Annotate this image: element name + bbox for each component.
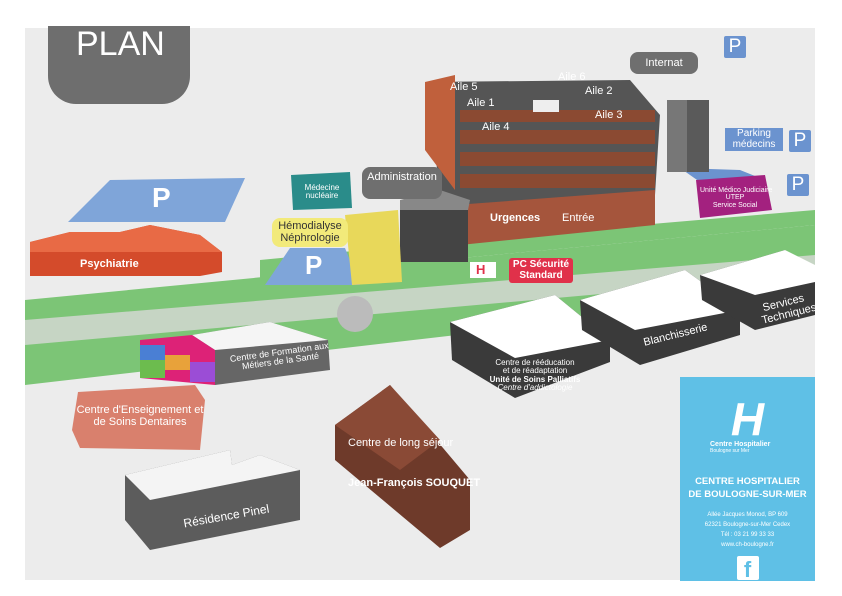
label-dentaire[interactable]: Centre d'Enseignement et de Soins Dentai… [76, 404, 204, 428]
parking-icon: P [787, 174, 809, 196]
parking-icon: P [724, 36, 746, 58]
umj-line: UTEP [725, 194, 745, 202]
parking-icon: P [789, 130, 811, 152]
label-aile-4[interactable]: Aile 4 [482, 121, 510, 133]
road-light [25, 255, 815, 345]
umj-line: Service Social [712, 201, 758, 209]
reeducation-line: Centre d'addictologie [497, 383, 573, 393]
hemodialyse-building [345, 210, 402, 285]
address-line: 62321 Boulogne-sur-Mer Cedex [704, 522, 791, 528]
label-urgences[interactable]: Urgences [490, 212, 541, 224]
parking-center-icon: P [305, 250, 323, 280]
label-psychiatrie[interactable]: Psychiatrie [80, 258, 139, 270]
label-internat[interactable]: Internat [630, 52, 698, 74]
logo-text: Centre Hospitalier [710, 441, 771, 448]
logo-subtext: Boulogne sur Mer [710, 448, 750, 454]
label-jean-francois-souquet[interactable]: Jean-François SOUQUET [348, 477, 481, 489]
label-pc-securite[interactable]: PC Sécurité Standard [509, 258, 573, 283]
label-hemodialyse[interactable]: Hémodialyse Néphrologie [272, 218, 348, 248]
hospital-name-2: DE BOULOGNE-SUR-MER [688, 489, 807, 500]
umj-building [696, 175, 772, 218]
helipad-icon: H [476, 262, 486, 277]
info-panel: H Centre Hospitalier Boulogne sur Mer CE… [680, 377, 815, 582]
label-aile-2[interactable]: Aile 2 [585, 85, 613, 97]
hospital-logo-icon: H [730, 393, 765, 445]
label-aile-5[interactable]: Aile 5 [450, 81, 478, 93]
hospital-name-1: CENTRE HOSPITALIER [695, 476, 800, 487]
label-reeducation[interactable]: Centre de rééducation et de réadaptation… [470, 358, 600, 393]
label-medecine-nucleaire[interactable]: Médecine nucléaire [304, 183, 340, 201]
label-administration[interactable]: Administration [362, 167, 442, 199]
label-parking-medecins[interactable]: Parking médecins [725, 128, 783, 151]
reeducation-line: et de réadaptation [502, 366, 568, 376]
page-title: PLAN [48, 26, 190, 104]
umj-line: Unité Médico Judiciaire [700, 187, 773, 194]
label-aile-6[interactable]: Aile 6 [558, 71, 586, 83]
parking-left-icon: P [152, 182, 171, 213]
reeducation-line: Centre de rééducation [495, 358, 575, 367]
website-link[interactable]: www.ch-boulogne.fr [721, 542, 774, 548]
address-line: Allée Jacques Monod, BP 609 [707, 512, 788, 518]
helipad [470, 262, 496, 278]
administration-building [400, 200, 468, 262]
label-aile-3[interactable]: Aile 3 [595, 109, 623, 121]
label-long-sejour[interactable]: Centre de long séjour [348, 437, 454, 449]
reeducation-line: Unité de Soins Palliatifs [489, 374, 581, 384]
parking-lot-center [265, 248, 360, 285]
medecine-nucleaire-building [291, 172, 352, 210]
facebook-icon[interactable]: f [736, 556, 759, 582]
label-entree[interactable]: Entrée [562, 212, 595, 224]
parking-lot-left [68, 178, 245, 222]
label-umj[interactable]: Unité Médico Judiciaire UTEP Service Soc… [700, 187, 773, 209]
phone: Tél : 03 21 99 33 33 [720, 532, 775, 538]
roof-block [533, 100, 559, 112]
label-aile-1[interactable]: Aile 1 [467, 97, 495, 109]
dentaire-shape [72, 385, 205, 450]
